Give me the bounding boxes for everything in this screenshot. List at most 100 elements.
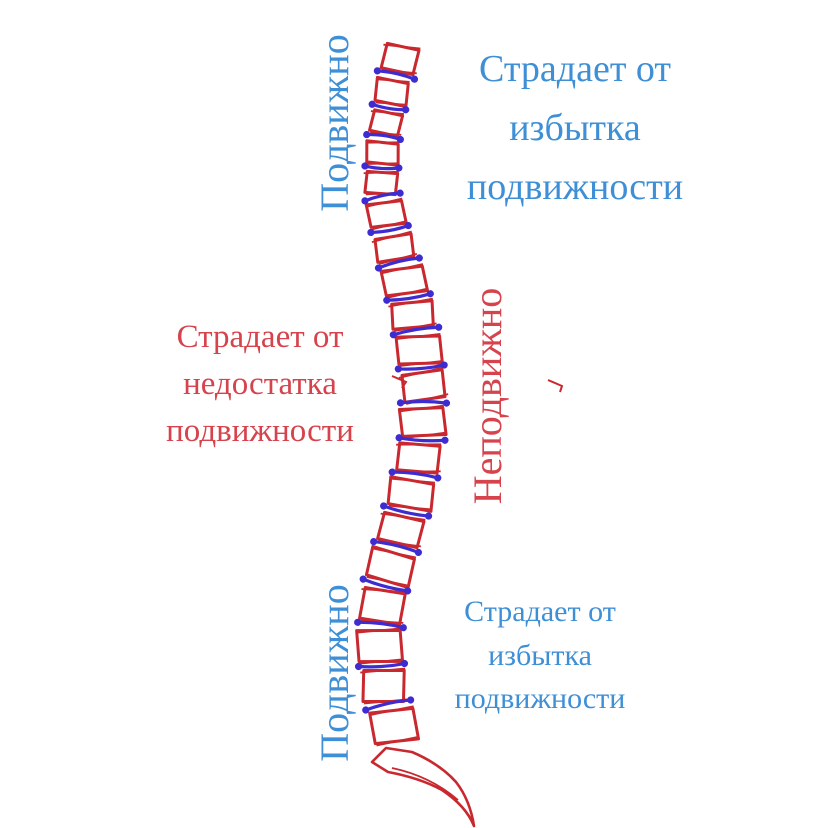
intervertebral-disc [354, 618, 407, 632]
vertebra [373, 75, 410, 109]
disc-edge-dot [435, 323, 443, 331]
vertebra-body [365, 139, 400, 167]
vertebra [386, 475, 436, 513]
vertebra-sketch-stroke [360, 588, 407, 624]
vertebra [379, 263, 430, 299]
vertebra-sketch-stroke [370, 110, 405, 136]
vertebra-sketch-stroke [398, 404, 447, 440]
disc-edge-dot [402, 106, 410, 114]
vertebra-sketch-stroke [388, 297, 437, 333]
intervertebral-disc [396, 399, 451, 407]
intervertebral-disc [361, 189, 404, 205]
disc-edge-dot [396, 189, 404, 197]
intervertebral-disc [373, 67, 419, 83]
disc-edge-dot [414, 548, 422, 557]
disc-edge-dot [388, 468, 396, 476]
top-right-note-line-2: избытка [509, 106, 641, 149]
vertebra-body [363, 169, 400, 197]
intervertebral-disc [363, 130, 404, 144]
disc-edge-dot [396, 399, 405, 407]
disc-edge-dot [400, 659, 409, 668]
middle-left-note-line-3: подвижности [166, 412, 354, 449]
vertebra-sketch-stroke [380, 263, 428, 299]
disc-edge-dot [370, 537, 378, 546]
disc-edge-dot [395, 164, 403, 172]
vertebra-body [400, 368, 447, 404]
disc-edge-dot [399, 624, 407, 632]
intervertebral-disc [367, 221, 412, 237]
intervertebral-disc [362, 696, 415, 714]
vertebra-sketch-stroke [360, 667, 408, 705]
disc-edge-dot [404, 587, 412, 595]
vertebra-body [364, 199, 408, 229]
vertebra [394, 333, 444, 367]
disc-line [382, 504, 431, 518]
top-right-note-line-1: Страдает от [478, 48, 672, 90]
disc-line [361, 577, 410, 593]
disc-edge-dot [396, 135, 404, 144]
vertebra-sketch-stroke [371, 230, 418, 265]
vertebra-body [379, 264, 430, 298]
intervertebral-disc [380, 502, 433, 520]
disc-line [396, 363, 446, 371]
top-right-note: Страдает от избытка подвижности [440, 40, 710, 217]
disc-line [397, 436, 447, 443]
disc-edge-dot [374, 264, 383, 272]
intervertebral-disc [359, 575, 412, 595]
disc-edge-dot [383, 296, 391, 304]
vertebra-sketch-stroke [375, 78, 410, 106]
spinous-process [391, 375, 408, 389]
sacrum-coccyx [370, 746, 476, 828]
vertebra [364, 197, 408, 231]
vertebra [360, 667, 408, 705]
intervertebral-disc [354, 659, 409, 671]
intervertebral-disc [395, 434, 449, 444]
vertebra [388, 297, 437, 333]
vertebra [398, 366, 449, 405]
disc-edge-dot [354, 662, 363, 671]
disc-edge-dot [441, 436, 449, 444]
vertebra-body [395, 441, 442, 475]
vertebra [368, 108, 405, 138]
middle-left-note-line-1: Страдает от [176, 319, 344, 355]
vertical-label-bottom: Подвижно [312, 584, 357, 762]
disc-edge-dot [361, 197, 369, 205]
disc-edge-dot [426, 290, 434, 298]
vertebra-body [358, 586, 407, 626]
intervertebral-disc [368, 100, 410, 114]
vertical-label-middle: Неподвижно [465, 287, 510, 505]
vertebra-body [394, 334, 444, 366]
disc-edge-dot [359, 575, 367, 583]
vertebra-sketch-stroke [369, 705, 419, 747]
disc-edge-dot [389, 331, 397, 339]
disc-line [391, 325, 441, 337]
vertebra-sketch-stroke [356, 627, 404, 665]
disc-edge-dot [415, 254, 423, 262]
vertebra-sketch-stroke [395, 333, 443, 367]
vertebra [363, 169, 400, 197]
disc-edge-dot [368, 100, 376, 108]
sacrum-inner-line [391, 767, 459, 801]
middle-left-note: Страдает от недостатка подвижности [140, 314, 380, 455]
disc-line [372, 539, 420, 555]
top-right-note-line-3: подвижности [466, 165, 684, 208]
vertebra-body [361, 668, 406, 704]
bottom-right-note-line-3: подвижности [454, 682, 626, 715]
disc-line [364, 698, 413, 712]
disc-edge-dot [354, 618, 362, 626]
disc-line [356, 620, 405, 630]
intervertebral-disc [361, 162, 403, 172]
disc-edge-dot [363, 130, 371, 139]
intervertebral-disc [388, 468, 442, 482]
disc-edge-dot [362, 706, 370, 714]
vertebra [397, 404, 448, 440]
vertebra [371, 230, 418, 265]
disc-edge-dot [440, 361, 448, 369]
intervertebral-disc [370, 537, 422, 557]
vertebra-sketch-stroke [366, 547, 417, 587]
disc-line [385, 292, 432, 302]
disc-edge-dot [424, 512, 433, 520]
disc-edge-dot [395, 434, 403, 442]
vertebra [358, 586, 407, 626]
vertebra-sketch-stroke [388, 477, 436, 511]
